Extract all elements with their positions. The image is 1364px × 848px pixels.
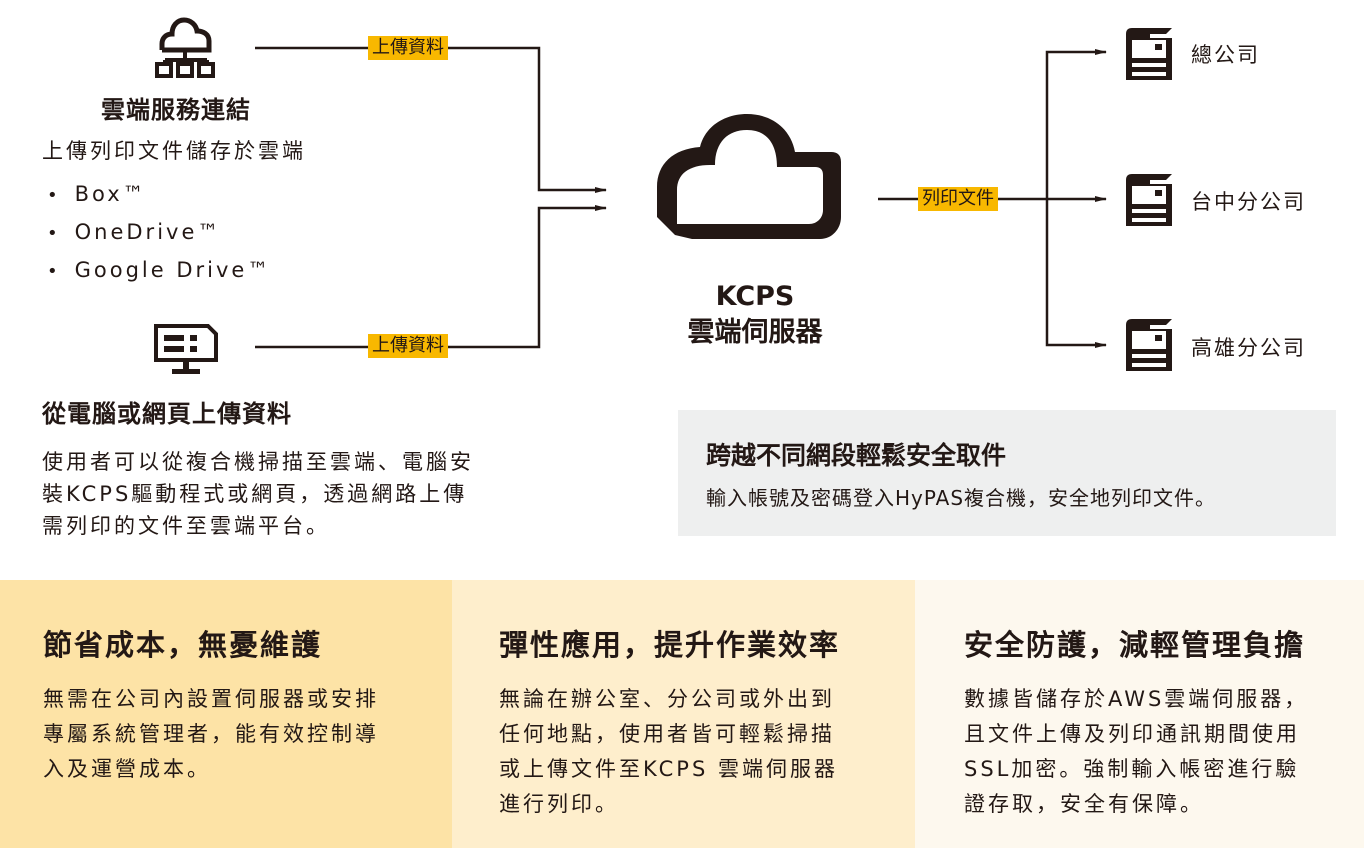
destination-hq: 總公司	[1191, 43, 1260, 67]
print-document-tag: 列印文件	[918, 187, 998, 211]
connector-to-kaohsiung	[1045, 199, 1107, 348]
source-pc-title: 從電腦或網頁上傳資料	[42, 400, 292, 428]
benefit-title: 節省成本，無憂維護	[43, 628, 323, 662]
cloud-service-onedrive: OneDrive™	[47, 214, 271, 252]
cloud-network-icon	[153, 14, 217, 78]
benefit-line: SSL加密。強制輸入帳密進行驗	[964, 757, 1300, 781]
connector-cloud-to-server	[255, 46, 607, 193]
benefit-text: 無論在辦公室、分公司或外出到 任何地點，使用者皆可輕鬆掃描 或上傳文件至KCPS…	[499, 682, 838, 822]
benefit-title: 安全防護，減輕管理負擔	[964, 628, 1306, 662]
server-label-line2: 雲端伺服器	[687, 317, 823, 348]
benefit-text: 無需在公司內設置伺服器或安排 專屬系統管理者，能有效控制導 入及運營成本。	[43, 682, 379, 787]
source-pc-description: 使用者可以從複合機掃描至雲端、電腦安 裝KCPS驅動程式或網頁，透過網路上傳 需…	[42, 446, 522, 542]
upload-tag-cloud: 上傳資料	[368, 36, 448, 60]
info-box-text: 輸入帳號及密碼登入HyPAS複合機，安全地列印文件。	[706, 486, 1217, 510]
cloud-service-list: Box™ OneDrive™ Google Drive™	[47, 176, 271, 290]
connector-to-hq	[1045, 49, 1107, 199]
upload-tag-pc: 上傳資料	[368, 334, 448, 358]
printer-icon	[1124, 24, 1174, 82]
benefit-line: 無需在公司內設置伺服器或安排	[43, 687, 379, 711]
benefit-panel-security: 安全防護，減輕管理負擔 數據皆儲存於AWS雲端伺服器， 且文件上傳及列印通訊期間…	[915, 580, 1364, 848]
benefit-line: 無論在辦公室、分公司或外出到	[499, 687, 835, 711]
info-box: 跨越不同網段輕鬆安全取件 輸入帳號及密碼登入HyPAS複合機，安全地列印文件。	[678, 410, 1336, 536]
source-cloud-subtitle: 上傳列印文件儲存於雲端	[42, 139, 306, 163]
server-label-line1: KCPS	[715, 281, 795, 312]
printer-icon	[1124, 170, 1174, 228]
cloud-icon	[655, 112, 845, 254]
server-label: KCPS 雲端伺服器	[655, 279, 855, 351]
printer-icon	[1124, 315, 1174, 373]
benefit-text: 數據皆儲存於AWS雲端伺服器， 且文件上傳及列印通訊期間使用 SSL加密。強制輸…	[964, 682, 1308, 822]
benefit-line: 進行列印。	[499, 792, 619, 816]
benefit-line: 專屬系統管理者，能有效控制導	[43, 722, 379, 746]
destination-taichung: 台中分公司	[1191, 190, 1306, 214]
destination-kaohsiung: 高雄分公司	[1191, 336, 1306, 360]
description-line: 裝KCPS驅動程式或網頁，透過網路上傳	[42, 482, 468, 506]
benefit-line: 數據皆儲存於AWS雲端伺服器，	[964, 687, 1309, 711]
cloud-service-google-drive: Google Drive™	[47, 252, 271, 290]
benefit-line: 且文件上傳及列印通訊期間使用	[964, 722, 1300, 746]
description-line: 使用者可以從複合機掃描至雲端、電腦安	[42, 450, 474, 474]
source-cloud-title: 雲端服務連結	[101, 96, 251, 124]
cloud-service-box: Box™	[47, 176, 271, 214]
benefit-line: 入及運營成本。	[43, 757, 211, 781]
benefit-panel-cost: 節省成本，無憂維護 無需在公司內設置伺服器或安排 專屬系統管理者，能有效控制導 …	[0, 580, 452, 848]
benefit-line: 或上傳文件至KCPS 雲端伺服器	[499, 757, 838, 781]
benefit-panel-flexibility: 彈性應用，提升作業效率 無論在辦公室、分公司或外出到 任何地點，使用者皆可輕鬆掃…	[452, 580, 915, 848]
benefit-title: 彈性應用，提升作業效率	[499, 628, 841, 662]
description-line: 需列印的文件至雲端平台。	[42, 514, 330, 538]
info-box-title: 跨越不同網段輕鬆安全取件	[706, 441, 1007, 470]
benefit-line: 證存取，安全有保障。	[964, 792, 1204, 816]
monitor-icon	[154, 322, 218, 376]
benefit-line: 任何地點，使用者皆可輕鬆掃描	[499, 722, 835, 746]
connector-pc-to-server	[255, 205, 607, 349]
